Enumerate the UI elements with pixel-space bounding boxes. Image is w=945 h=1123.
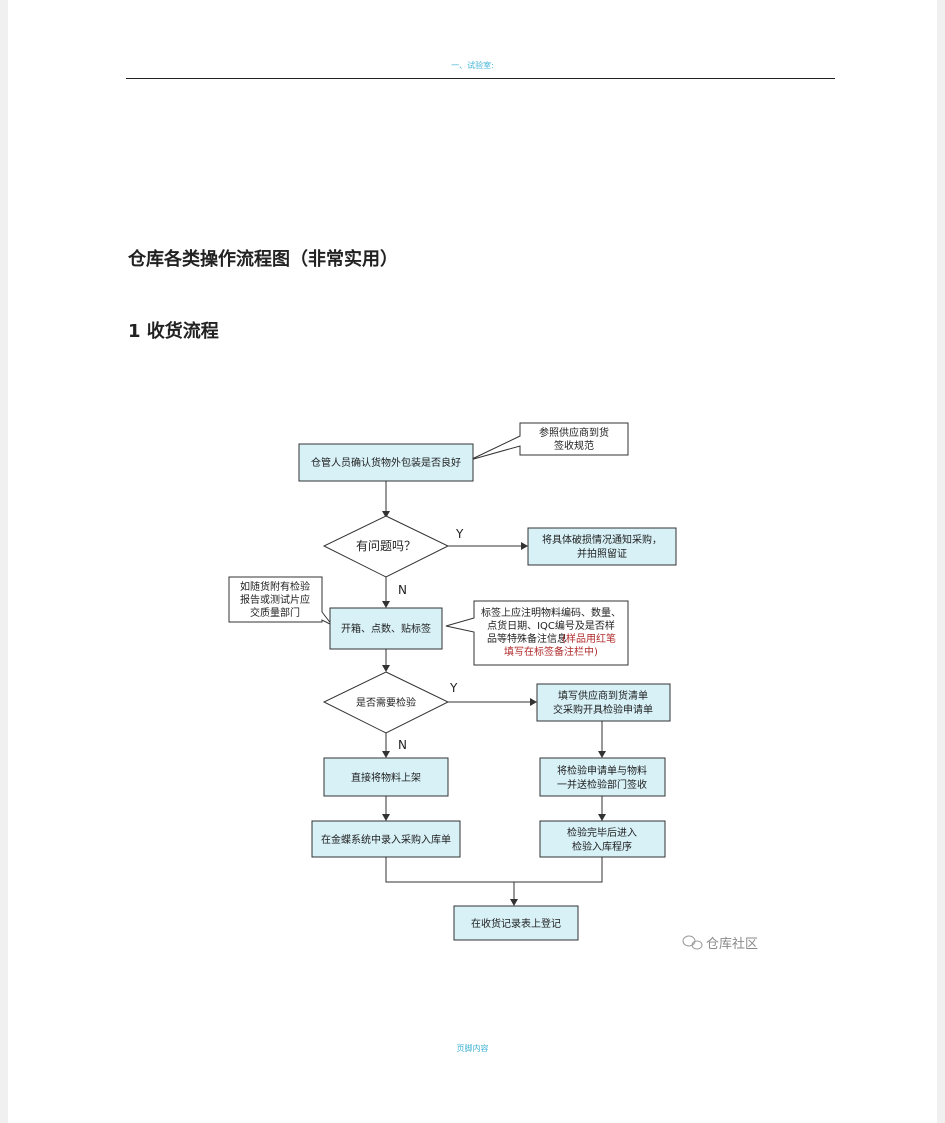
edge-merge bbox=[385, 857, 603, 883]
step-erp-entry bbox=[311, 820, 461, 858]
label-no-1: N bbox=[398, 583, 407, 597]
step-register bbox=[453, 905, 579, 941]
page-header: 一、试验室: bbox=[451, 61, 494, 70]
header-divider bbox=[126, 78, 835, 79]
step-notify-purchase bbox=[527, 527, 677, 566]
decision-problem bbox=[322, 515, 450, 578]
step-direct-shelf bbox=[323, 757, 449, 797]
decision-problem-label: 有问题吗？ bbox=[356, 539, 416, 553]
note-label-line2: 点货日期、IQC编号及是否样 bbox=[487, 619, 615, 632]
note-report-line2: 报告或测试片应 bbox=[240, 593, 310, 606]
note-supplier-line2: 签收规范 bbox=[554, 439, 594, 452]
note-label-callout bbox=[445, 600, 629, 666]
step-check-packaging-label: 仓管人员确认货物外包装是否良好 bbox=[311, 456, 461, 469]
note-label-red-line2: 填写在标签备注栏中) bbox=[504, 645, 598, 658]
step-open-box-label: 开箱、点数、贴标签 bbox=[341, 622, 431, 635]
step-send-inspect-line1: 将检验申请单与物料 bbox=[557, 764, 647, 777]
step-fill-receipt-line1: 填写供应商到货清单 bbox=[558, 689, 648, 702]
decision-inspect-label: 是否需要检验 bbox=[356, 696, 416, 709]
note-supplier-callout bbox=[469, 422, 629, 461]
step-open-box bbox=[329, 607, 443, 650]
watermark-text: 仓库社区 bbox=[706, 936, 758, 952]
note-label-red-line1: (样品用红笔 bbox=[562, 632, 616, 645]
step-register-label: 在收货记录表上登记 bbox=[471, 917, 561, 930]
note-supplier-line1: 参照供应商到货 bbox=[539, 426, 609, 439]
label-yes-2: Y bbox=[449, 681, 458, 695]
step-inspect-done-line2: 检验入库程序 bbox=[572, 840, 632, 853]
step-inspect-done bbox=[539, 820, 666, 858]
label-no-2: N bbox=[398, 738, 407, 752]
note-report-callout bbox=[228, 576, 333, 626]
page-footer: 页脚内容 bbox=[456, 1044, 489, 1053]
note-label-line3: 品等特殊备注信息 bbox=[487, 632, 567, 645]
note-report-line3: 交质量部门 bbox=[250, 606, 300, 619]
document-title: 仓库各类操作流程图（非常实用） bbox=[128, 249, 398, 270]
decision-inspect bbox=[322, 671, 450, 734]
step-notify-purchase-line2: 并拍照留证 bbox=[577, 547, 627, 560]
step-erp-entry-label: 在金蝶系统中录入采购入库单 bbox=[321, 833, 451, 846]
step-send-inspect bbox=[539, 757, 666, 797]
step-inspect-done-line1: 检验完毕后进入 bbox=[567, 826, 637, 839]
step-notify-purchase-line1: 将具体破损情况通知采购， bbox=[542, 533, 662, 546]
note-label-line1: 标签上应注明物料编码、数量、 bbox=[481, 606, 621, 619]
label-yes-1: Y bbox=[455, 527, 464, 541]
step-check-packaging bbox=[298, 443, 474, 482]
step-fill-receipt bbox=[536, 683, 671, 722]
step-direct-shelf-label: 直接将物料上架 bbox=[351, 771, 421, 784]
step-send-inspect-line2: 一并送检验部门签收 bbox=[557, 778, 647, 791]
wechat-icon bbox=[682, 935, 703, 950]
section-heading: 1 收货流程 bbox=[128, 321, 219, 342]
step-fill-receipt-line2: 交采购开具检验申请单 bbox=[553, 703, 653, 716]
note-report-line1: 如随货附有检验 bbox=[240, 580, 310, 593]
